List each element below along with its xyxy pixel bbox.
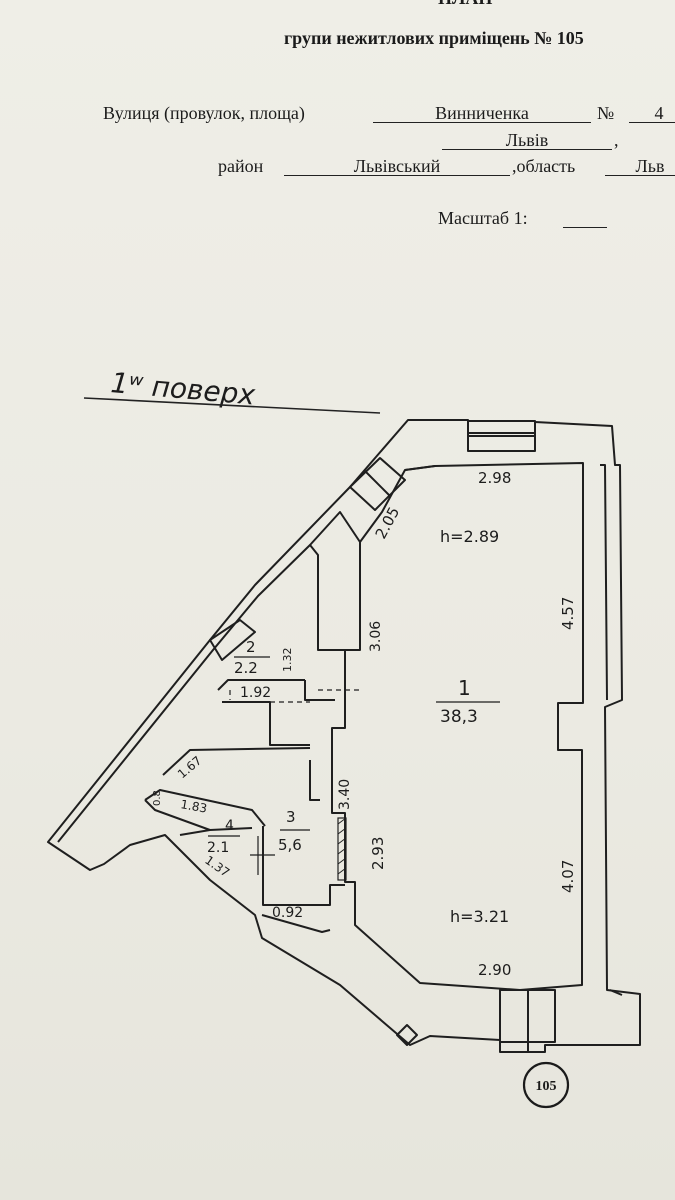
dim-room3-bottom: 0.92: [272, 905, 303, 921]
document-title: групи нежитлових приміщень № 105: [284, 28, 584, 48]
region-field: Льв: [605, 156, 675, 177]
number-label: №: [597, 103, 615, 123]
district-value: Львівський: [284, 157, 510, 176]
scale-label: Масштаб 1:: [438, 208, 528, 228]
room-1-number: 1: [458, 676, 471, 700]
height-south: h=3.21: [450, 907, 509, 926]
dim-bottom: 2.90: [478, 961, 511, 979]
dim-right-upper: 4.57: [559, 597, 577, 630]
dim-room4-top: 1.67: [175, 753, 204, 781]
hatched-partition: [337, 817, 347, 881]
dim-top: 2.98: [478, 469, 511, 487]
room-4-area: 2.1: [207, 840, 229, 856]
number-field: 4: [629, 103, 675, 124]
city-value: Львів: [442, 131, 612, 150]
floor-label: 1ʷ поверх: [109, 366, 256, 412]
group-number-circle: [522, 1061, 570, 1109]
room-2-number: 2: [246, 638, 256, 656]
dim-corridor-upper: 3.06: [368, 621, 384, 652]
dim-right-lower: 4.07: [559, 860, 577, 893]
room-4-number: 4: [225, 818, 234, 834]
room-2-area: 2.2: [234, 659, 258, 677]
dim-room2-height: 1.32: [281, 648, 294, 673]
header-cut-text: ПЛАН: [438, 0, 492, 9]
height-north: h=2.89: [440, 527, 499, 546]
street-field: Винниченка: [373, 103, 591, 124]
plan-openings: [229, 689, 360, 746]
room-3-number: 3: [286, 808, 296, 826]
dim-corridor-lower: 2.93: [369, 837, 387, 870]
room-3-area: 5,6: [278, 836, 302, 854]
street-value: Винниченка: [373, 104, 591, 123]
region-value: Льв: [605, 157, 675, 176]
city-field: Львів: [442, 130, 612, 151]
group-number: 105: [536, 1079, 557, 1094]
region-label: ,область: [512, 156, 576, 176]
floor-label-underline: [83, 397, 381, 414]
plan-walls: [47, 419, 641, 1053]
district-field: Львівський: [284, 156, 510, 177]
scale-field: [563, 208, 607, 229]
dim-room3-height: 3.40: [337, 779, 353, 810]
number-value: 4: [629, 104, 675, 123]
city-comma: ,: [614, 130, 619, 150]
dim-room4-inner: 1.83: [179, 797, 208, 815]
room-1-area: 38,3: [440, 707, 478, 727]
dim-room2-width: 1.92: [240, 685, 271, 701]
district-label: район: [218, 156, 264, 176]
dim-room4-side: 0.8: [152, 790, 163, 806]
street-label: Вулиця (провулок, площа): [103, 103, 305, 123]
hatched-lines: [337, 817, 347, 875]
scale-value: [563, 209, 607, 228]
